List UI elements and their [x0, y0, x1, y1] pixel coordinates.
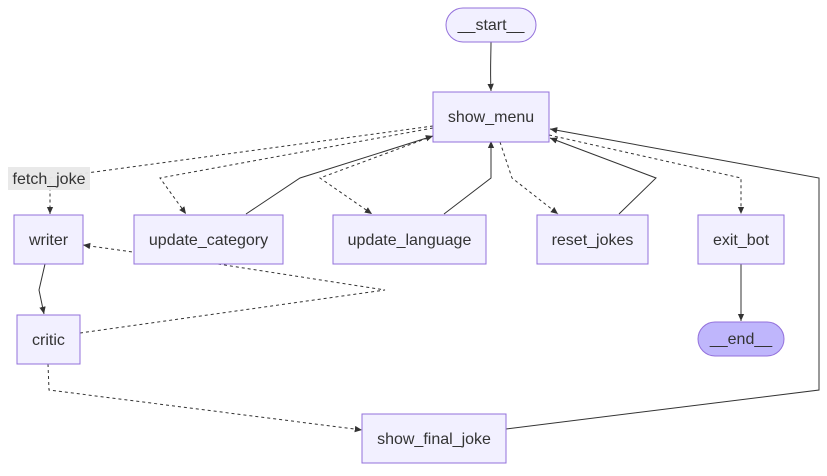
node-exit-bot[interactable]: exit_bot	[698, 215, 784, 264]
edge-show-menu-to-writer	[50, 126, 433, 214]
node-critic-label: critic	[32, 332, 65, 349]
node-show-final-joke[interactable]: show_final_joke	[362, 414, 506, 463]
node-update-language-label: update_language	[348, 232, 472, 249]
edge-show-menu-to-update-category	[160, 128, 433, 214]
edge-label-fetch-joke: fetch_joke	[8, 167, 90, 190]
node-update-category-label: update_category	[149, 232, 268, 249]
edge-update-category-to-show-menu	[246, 136, 433, 214]
edge-show-menu-to-exit-bot	[549, 135, 741, 214]
edge-show-menu-to-reset-jokes	[500, 142, 558, 214]
edge-reset-jokes-to-show-menu	[550, 138, 656, 214]
node-start[interactable]: __start__	[446, 8, 536, 42]
node-writer[interactable]: writer	[14, 215, 83, 264]
edge-label-fetch-joke-text: fetch_joke	[13, 171, 86, 188]
node-end-label: __end__	[709, 331, 773, 348]
node-critic[interactable]: critic	[17, 315, 80, 364]
node-update-language[interactable]: update_language	[333, 215, 486, 264]
node-reset-jokes-label: reset_jokes	[552, 232, 634, 249]
node-start-label: __start__	[457, 17, 526, 34]
node-show-menu-label: show_menu	[448, 109, 534, 126]
node-update-category[interactable]: update_category	[134, 215, 283, 264]
node-show-final-joke-label: show_final_joke	[377, 431, 491, 448]
edge-critic-to-show-final-joke	[48, 364, 362, 430]
node-show-menu[interactable]: show_menu	[433, 92, 549, 142]
node-exit-bot-label: exit_bot	[713, 232, 770, 249]
node-writer-label: writer	[28, 232, 69, 249]
edge-writer-to-critic	[39, 264, 45, 314]
node-end[interactable]: __end__	[698, 322, 784, 356]
edge-show-menu-to-update-language	[320, 136, 433, 214]
edge-show-final-joke-to-show-menu	[506, 129, 819, 429]
edge-update-language-to-show-menu	[444, 141, 491, 214]
node-reset-jokes[interactable]: reset_jokes	[537, 215, 648, 264]
